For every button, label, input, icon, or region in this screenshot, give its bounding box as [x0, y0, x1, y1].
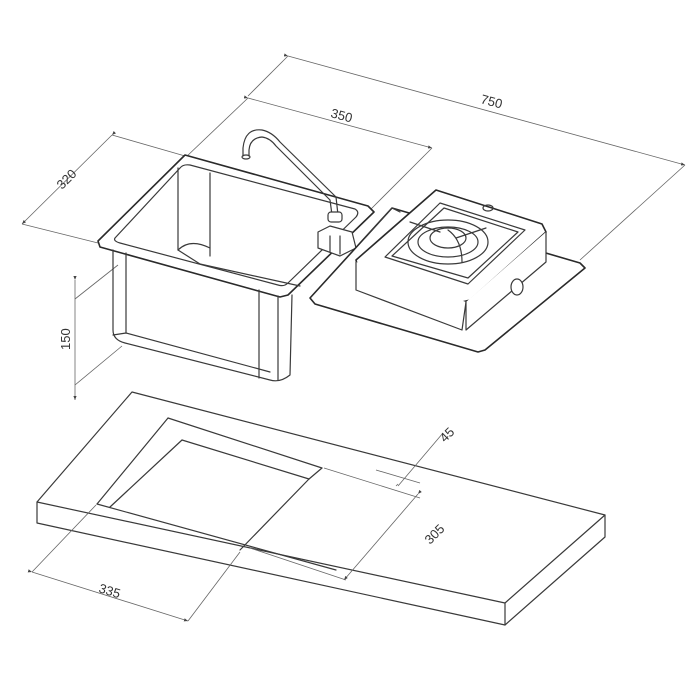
- dimension-335: 335: [27, 504, 241, 622]
- dimension-label-350: 350: [329, 105, 354, 125]
- dimension-label-335: 335: [97, 581, 122, 602]
- dimension-label-320: 320: [54, 166, 80, 192]
- countertop: [36, 391, 606, 626]
- dimension-750: 750: [247, 53, 686, 261]
- dimension-label-750: 750: [479, 91, 504, 111]
- sink-basin: [97, 154, 375, 382]
- dimension-350: 350: [184, 95, 433, 211]
- dimension-150: 150: [58, 264, 123, 400]
- dimension-label-150: 150: [58, 328, 73, 350]
- dimension-label-45: 45: [437, 424, 458, 445]
- gas-burner-hob: [355, 189, 547, 331]
